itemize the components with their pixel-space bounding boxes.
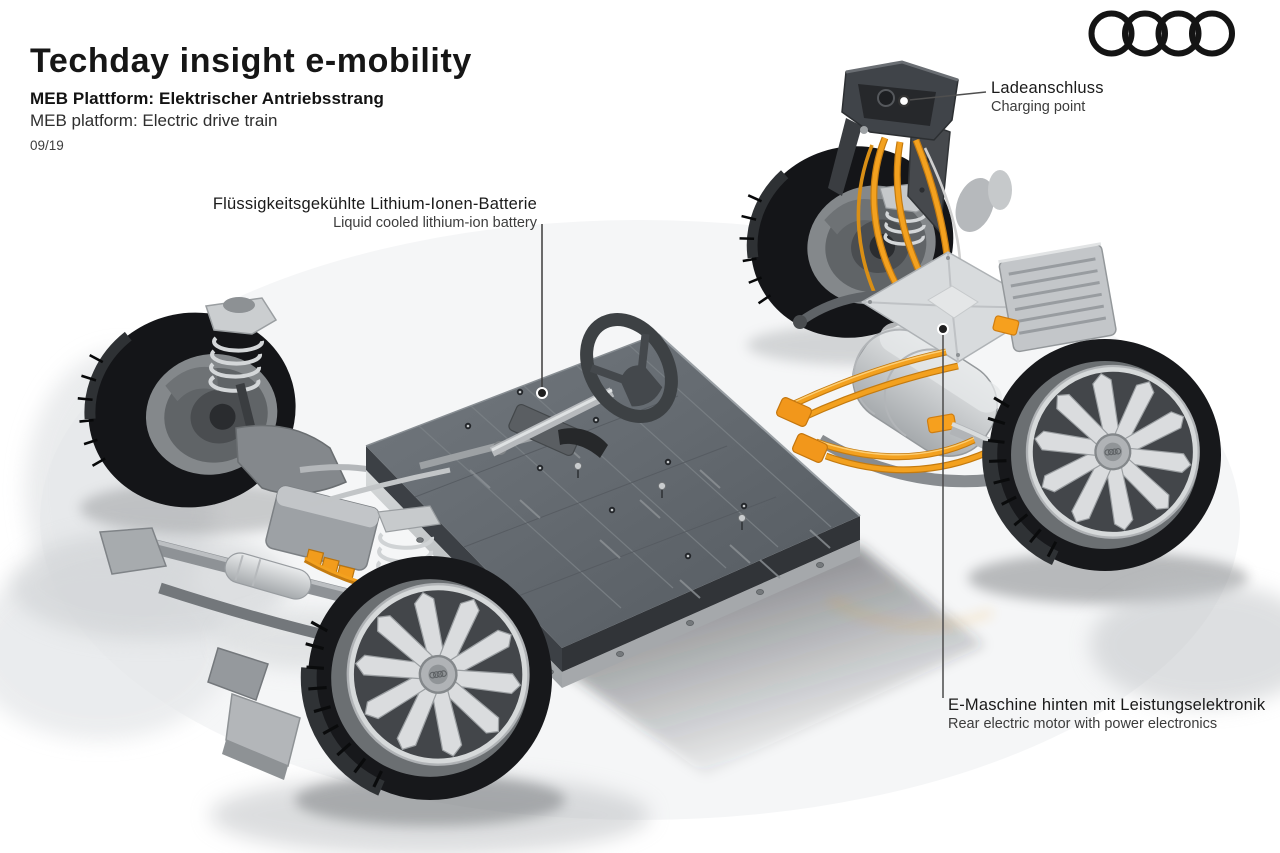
front-left-wheel-far [59,291,373,532]
front-suspension-strut [205,297,373,495]
subtitle-german: MEB Plattform: Elektrischer Antriebsstra… [30,88,385,108]
charging-point-label-de: Ladeanschluss [991,79,1104,97]
steering-wheel [580,313,678,423]
front-subframe [99,485,419,780]
battery-standing-bolts [573,461,747,530]
header-block: Techday insight e-mobility MEB Plattform… [30,42,472,153]
charging-marker-ring [897,94,911,108]
motor-marker-dot [937,323,949,335]
battery-marker-dot [536,387,548,399]
callout-rear-motor: E-Maschine hinten mit Leistungselektroni… [948,696,1265,734]
page-title: Techday insight e-mobility [30,42,472,80]
audi-rings-logo [1088,10,1235,57]
charging-leader-line [908,91,987,101]
rear-motor-label-en: Rear electric motor with power electroni… [948,716,1218,733]
rear-motor-label-de: E-Maschine hinten mit Leistungselektroni… [948,696,1266,714]
battery-label-en: Liquid cooled lithium-ion battery [333,215,537,232]
battery-hv-connectors [775,397,829,463]
charging-socket [877,89,895,107]
callout-charging-point: Ladeanschluss Charging point [991,79,1104,117]
callout-battery: Flüssigkeitsgekühlte Lithium-Ionen-Batte… [213,195,537,233]
battery-top-face [366,334,860,648]
front-power-electronics [265,485,380,582]
leader-lines [536,91,987,698]
motor-hv-connectors [926,315,1020,434]
steering-assembly [309,313,678,508]
date-label: 09/19 [30,137,64,153]
charging-point-label-en: Charging point [991,99,1086,116]
battery-label-de: Flüssigkeitsgekühlte Lithium-Ionen-Batte… [212,195,537,213]
onboard-charger-box [998,242,1117,353]
hv-cables [775,348,990,474]
subtitle-english: MEB platform: Electric drive train [30,110,278,130]
